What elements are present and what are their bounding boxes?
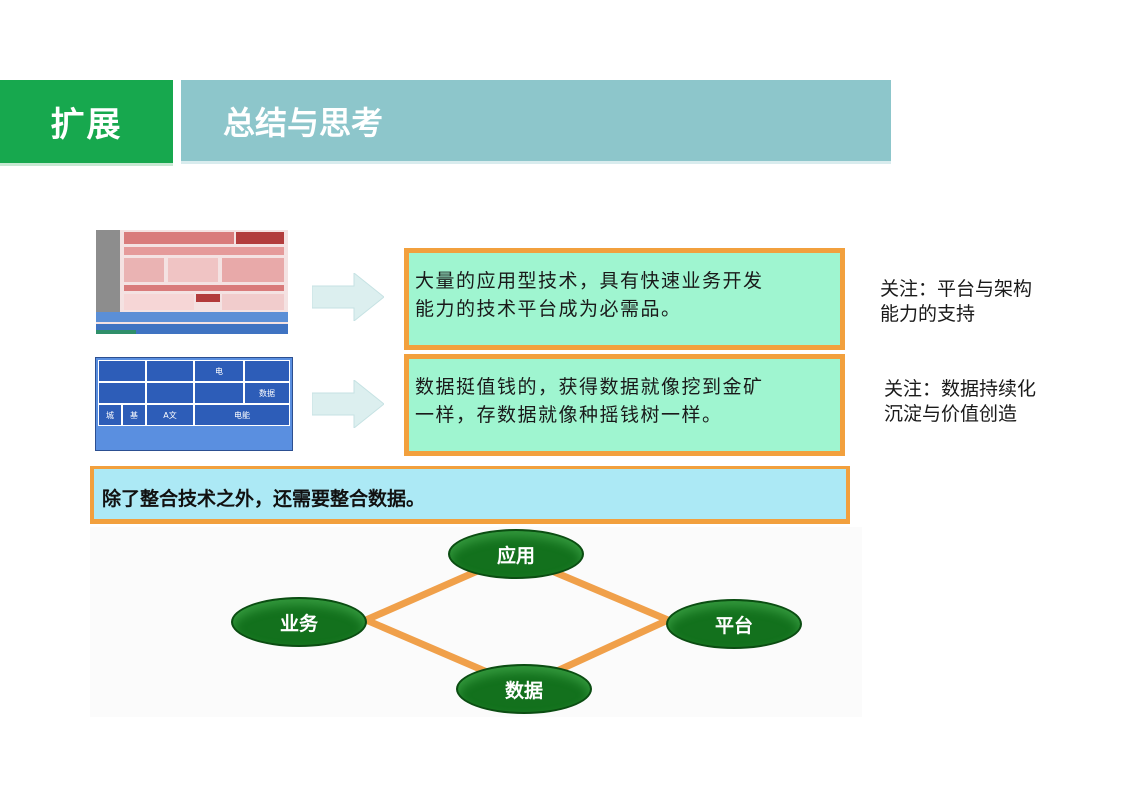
- right-arrow-icon: [312, 273, 384, 321]
- statement-line: 数据挺值钱的，获得数据就像挖到金矿: [415, 376, 764, 398]
- section-tag-label: 扩展: [50, 105, 123, 145]
- thumbnail-block: [124, 285, 284, 291]
- focus-note-platform: 关注：平台与架构 能力的支持: [880, 277, 1032, 327]
- section-tag: 扩展: [0, 80, 173, 166]
- thumbnail-block: [124, 258, 164, 282]
- focus-note-data: 关注：数据持续化 沉淀与价值创造: [884, 377, 1036, 427]
- thumbnail-block: [222, 258, 284, 282]
- node-data: 数据: [456, 664, 592, 714]
- statement-box-platform: 大量的应用型技术，具有快速业务开发 能力的技术平台成为必需品。: [404, 248, 845, 350]
- thumbnail-block: [124, 247, 284, 255]
- thumbnail-block: [96, 324, 288, 334]
- thumbnail-cell-label: 城: [106, 410, 114, 420]
- node-platform: 平台: [666, 599, 802, 649]
- statement-line: 一样，存数据就像种摇钱树一样。: [415, 404, 723, 426]
- thumbnail-cell: [98, 382, 146, 404]
- thumbnail-side-column: [96, 230, 120, 316]
- thumbnail-cell: 数据: [244, 382, 290, 404]
- thumbnail-block: [168, 258, 218, 282]
- summary-banner: 除了整合技术之外，还需要整合数据。: [90, 466, 850, 524]
- thumbnail-cell: [194, 382, 244, 404]
- thumbnail-block: [196, 294, 220, 302]
- thumbnail-cell: 城: [98, 404, 122, 426]
- thumbnail-block: [236, 232, 284, 244]
- thumbnail-cell-label: 电能: [234, 410, 250, 420]
- thumbnail-block: [96, 330, 136, 334]
- thumbnail-cell-label: 基: [130, 410, 138, 420]
- note-line: 沉淀与价值创造: [884, 403, 1018, 425]
- thumbnail-cell-label: 电: [215, 366, 223, 376]
- statement-line: 能力的技术平台成为必需品。: [415, 298, 682, 320]
- title-bar: 总结与思考: [181, 80, 891, 164]
- thumbnail-cell: A文: [146, 404, 194, 426]
- thumbnail-block: [124, 232, 234, 244]
- right-arrow-icon: [312, 380, 384, 428]
- thumbnail-block: [124, 294, 194, 310]
- architecture-thumbnail: [96, 230, 288, 334]
- thumbnail-block: [222, 294, 284, 310]
- thumbnail-cell: [146, 360, 194, 382]
- data-assets-thumbnail: 电 数据 城 基 A文 电能: [95, 357, 293, 451]
- thumbnail-cell: 电能: [194, 404, 290, 426]
- statement-line: 大量的应用型技术，具有快速业务开发: [415, 270, 764, 292]
- thumbnail-cell: 基: [122, 404, 146, 426]
- node-business: 业务: [231, 597, 367, 647]
- integration-diagram: 应用 业务 平台 数据: [90, 527, 862, 717]
- node-application: 应用: [448, 529, 584, 579]
- thumbnail-cell-label: 数据: [259, 388, 275, 398]
- note-line: 关注：平台与架构: [880, 278, 1033, 300]
- page-title: 总结与思考: [223, 103, 384, 142]
- thumbnail-cell: 电: [194, 360, 244, 382]
- thumbnail-cell-label: A文: [163, 410, 177, 420]
- note-line: 关注：数据持续化: [884, 378, 1037, 400]
- thumbnail-cell: [146, 382, 194, 404]
- thumbnail-cell: [244, 360, 290, 382]
- thumbnail-block: [96, 312, 288, 322]
- statement-box-data: 数据挺值钱的，获得数据就像挖到金矿 一样，存数据就像种摇钱树一样。: [404, 354, 845, 456]
- thumbnail-cell: [98, 360, 146, 382]
- note-line: 能力的支持: [880, 303, 976, 325]
